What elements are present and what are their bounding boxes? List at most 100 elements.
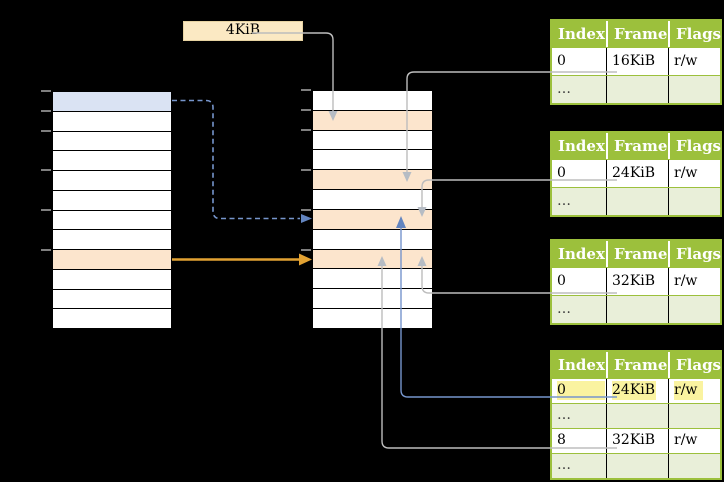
table-row: 8 32KiB r/w — [552, 428, 720, 453]
memory-row-white — [313, 289, 432, 310]
table-row-ellipsis: … — [552, 295, 720, 323]
table-cell — [668, 296, 720, 323]
table-row: 0 16KiB r/w — [552, 47, 720, 75]
memory-row-orange — [313, 249, 432, 270]
memory-row-blue — [53, 92, 171, 112]
table-row: 0 24KiB r/w — [552, 159, 720, 187]
header-cell-index: Index — [558, 356, 605, 374]
ellipsis-cell: … — [557, 301, 571, 317]
address-tick — [301, 249, 311, 251]
highlight-mark: 24KiB — [612, 380, 656, 400]
table-header-row: Index Frame Flags — [552, 21, 721, 47]
table-cell-frame: 16KiB — [606, 48, 668, 75]
table-cell-frame: 32KiB — [606, 429, 668, 453]
arrow-right-icon — [299, 253, 312, 266]
memory-row-orange — [313, 110, 432, 131]
highlight-mark: r/w — [674, 380, 703, 400]
address-tick — [301, 169, 311, 171]
memory-row-orange — [313, 209, 432, 230]
table-cell — [606, 454, 668, 478]
header-cell-index: Index — [558, 137, 605, 155]
memory-row-white — [53, 190, 171, 211]
frame-size-label: 4KiB — [183, 21, 303, 41]
table-cell-frame: 32KiB — [606, 268, 668, 295]
ellipsis-cell: … — [557, 457, 571, 473]
table-cell-flags: r/w — [668, 379, 720, 403]
address-tick — [301, 209, 311, 211]
address-tick — [41, 130, 51, 132]
header-cell-frame: Frame — [606, 21, 668, 47]
table-cell-index: 0 — [557, 165, 566, 181]
address-tick — [41, 110, 51, 112]
header-cell-flags: Flags — [668, 241, 721, 267]
memory-row-orange — [53, 250, 171, 270]
table-row-ellipsis: … — [552, 187, 720, 215]
address-tick — [41, 169, 51, 171]
header-cell-frame: Frame — [606, 241, 668, 267]
memory-row-white — [53, 171, 171, 191]
table-cell — [606, 404, 668, 428]
page-table-16kib: Index Frame Flags 0 16KiB r/w … — [550, 19, 722, 105]
memory-row-white — [53, 151, 171, 171]
arrow-right-icon — [301, 214, 312, 223]
page-table-32kib: Index Frame Flags 0 32KiB r/w … — [550, 239, 722, 325]
memory-row-white — [313, 190, 432, 210]
level2-page-table: Index Frame Flags 0 24KiB r/w … 8 32KiB … — [550, 350, 722, 480]
memory-row-white — [53, 230, 171, 250]
table-row-ellipsis: … — [552, 403, 720, 428]
highlight-mark: 0 — [557, 380, 605, 400]
virtual-memory-column — [52, 91, 172, 329]
memory-row-white — [313, 269, 432, 290]
header-cell-flags: Flags — [668, 21, 721, 47]
ellipsis-cell: … — [557, 193, 571, 209]
memory-row-white — [313, 229, 432, 250]
ellipsis-cell: … — [557, 407, 571, 423]
table-row-highlighted: 0 24KiB r/w — [552, 378, 720, 403]
header-cell-index: Index — [558, 25, 605, 43]
table-cell-index: 0 — [557, 53, 566, 69]
table-row-ellipsis: … — [552, 453, 720, 478]
page-table-24kib: Index Frame Flags 0 24KiB r/w … — [550, 131, 722, 217]
table-cell — [668, 404, 720, 428]
header-cell-flags: Flags — [668, 352, 721, 378]
table-cell-flags: r/w — [668, 429, 720, 453]
memory-row-white — [313, 150, 432, 171]
table-header-row: Index Frame Flags — [552, 241, 721, 267]
memory-row-white — [53, 111, 171, 132]
memory-row-white — [53, 309, 171, 328]
header-cell-index: Index — [558, 245, 605, 263]
address-tick — [301, 89, 311, 91]
header-cell-frame: Frame — [606, 352, 668, 378]
table-cell — [606, 188, 668, 215]
table-cell-frame: 24KiB — [606, 160, 668, 187]
address-tick — [301, 109, 311, 111]
memory-row-white — [53, 289, 171, 310]
table-row: 0 32KiB r/w — [552, 267, 720, 295]
table-cell-frame: 24KiB — [606, 379, 668, 403]
memory-row-white — [53, 269, 171, 290]
ellipsis-cell: … — [557, 81, 571, 97]
memory-row-orange — [313, 170, 432, 191]
memory-row-white — [313, 309, 432, 328]
table-cell — [668, 188, 720, 215]
connector-virtual-blue-dashed — [172, 99, 300, 220]
table-header-row: Index Frame Flags — [552, 133, 721, 159]
table-cell-index: 8 — [557, 432, 566, 448]
memory-row-white — [53, 210, 171, 231]
address-tick — [41, 90, 51, 92]
table-row-ellipsis: … — [552, 75, 720, 103]
table-cell-flags: r/w — [668, 160, 720, 187]
frame-size-text: 4KiB — [225, 22, 261, 38]
table-cell — [606, 296, 668, 323]
table-cell-index: 0 — [557, 273, 566, 289]
address-tick — [41, 209, 51, 211]
header-cell-frame: Frame — [606, 133, 668, 159]
table-cell — [668, 454, 720, 478]
memory-row-white — [53, 131, 171, 152]
table-header-row: Index Frame Flags — [552, 352, 721, 378]
address-tick — [301, 129, 311, 131]
header-cell-flags: Flags — [668, 133, 721, 159]
table-cell-flags: r/w — [668, 268, 720, 295]
memory-row-white — [313, 130, 432, 151]
